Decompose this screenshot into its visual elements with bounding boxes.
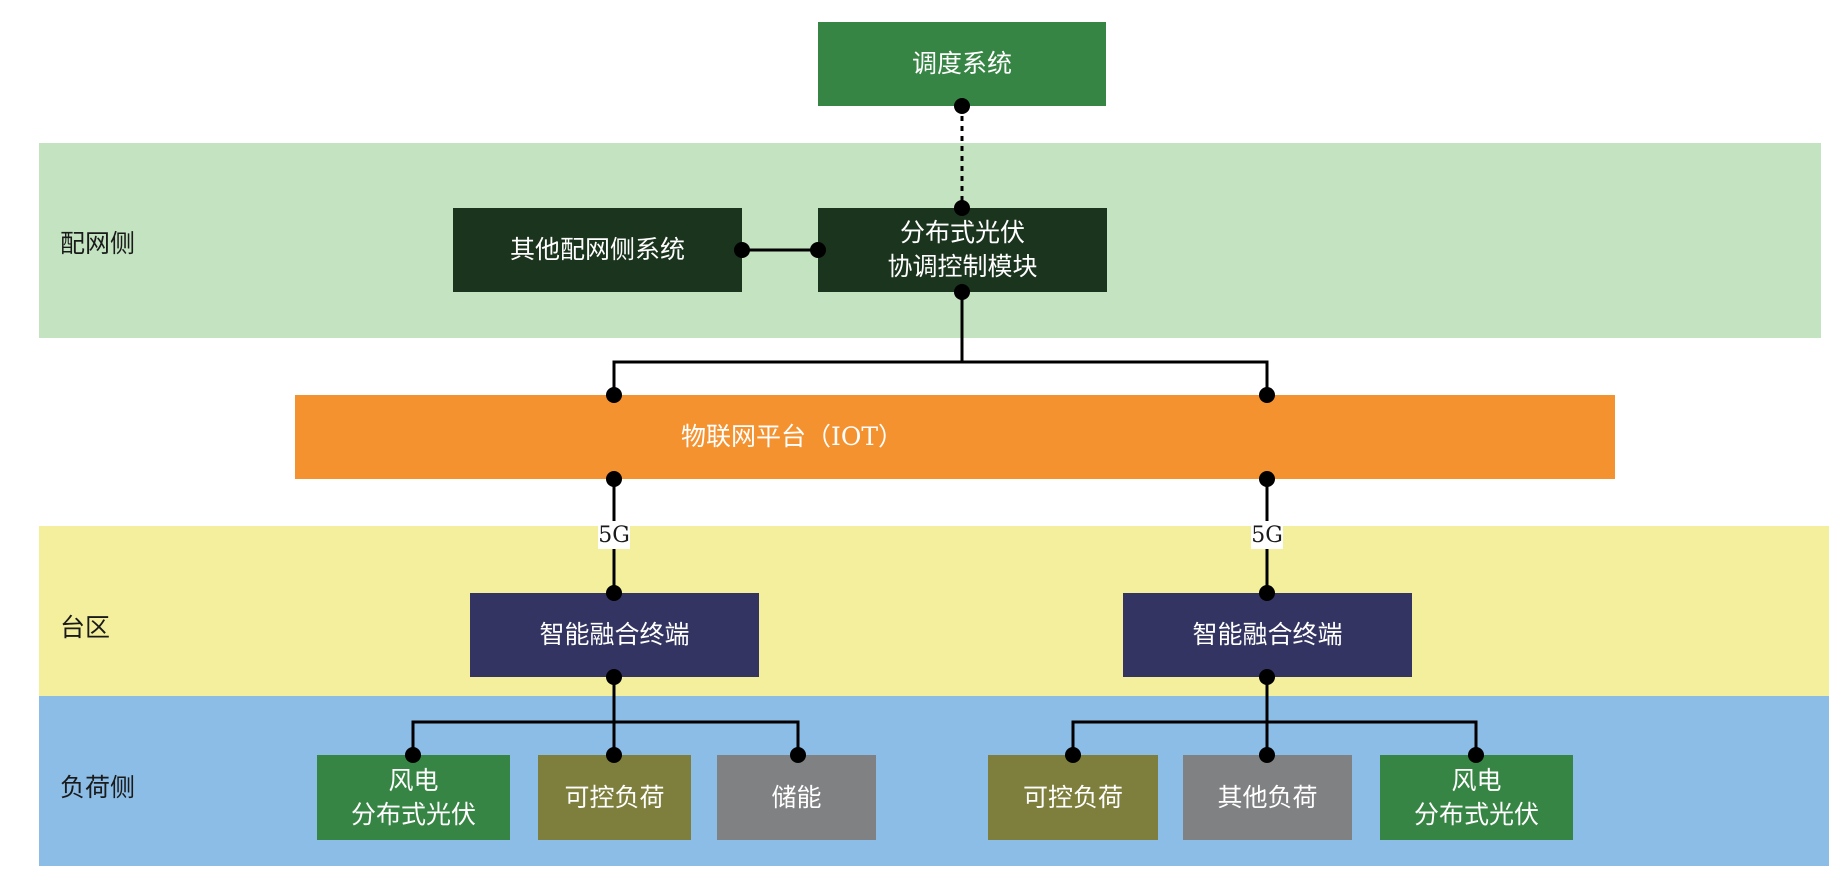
dot-right-terminal-bottom bbox=[1259, 669, 1275, 685]
pv-coordination-module-box: 分布式光伏 协调控制模块 bbox=[818, 208, 1107, 292]
dot-right-other-top bbox=[1259, 747, 1275, 763]
dispatch-system-label: 调度系统 bbox=[911, 49, 1012, 78]
smart-terminal-left-box: 智能融合终端 bbox=[470, 593, 759, 677]
dot-dispatch-bottom bbox=[954, 98, 970, 114]
right-controllable-load-label: 可控负荷 bbox=[1022, 782, 1123, 812]
iot-platform-bar: 物联网平台（IOT） bbox=[295, 395, 1615, 479]
dot-coordination-bottom bbox=[954, 284, 970, 300]
right-load-bus bbox=[1071, 720, 1478, 755]
dot-left-controllable-top bbox=[606, 747, 622, 763]
other-distribution-systems-box: 其他配网侧系统 bbox=[453, 208, 742, 292]
dot-other-systems-right bbox=[734, 242, 750, 258]
right-5g-tag: 5G bbox=[1251, 521, 1283, 549]
left-storage-box: 储能 bbox=[717, 755, 876, 840]
left-controllable-load-box: 可控负荷 bbox=[538, 755, 691, 840]
dot-iot-bottom-right bbox=[1259, 471, 1275, 487]
left-controllable-load-label: 可控负荷 bbox=[564, 782, 665, 812]
dot-left-terminal-top bbox=[606, 585, 622, 601]
load-side-label: 负荷侧 bbox=[60, 773, 136, 802]
smart-terminal-right-box: 智能融合终端 bbox=[1123, 593, 1412, 677]
left-5g-tag: 5G bbox=[598, 521, 630, 549]
area-label: 台区 bbox=[60, 613, 111, 642]
dot-coordination-top bbox=[954, 200, 970, 216]
dot-left-wind-pv-top bbox=[405, 747, 421, 763]
dot-right-controllable-top bbox=[1065, 747, 1081, 763]
dispatch-system-box: 调度系统 bbox=[818, 22, 1106, 106]
right-wind-pv-label: 风电 分布式光伏 bbox=[1413, 765, 1539, 829]
right-wind-pv-box: 风电 分布式光伏 bbox=[1380, 755, 1573, 840]
dot-iot-top-left bbox=[606, 387, 622, 403]
smart-terminal-right-label: 智能融合终端 bbox=[1192, 620, 1343, 649]
dot-left-terminal-bottom bbox=[606, 669, 622, 685]
right-other-load-label: 其他负荷 bbox=[1217, 782, 1318, 812]
pv-coordination-module-label: 分布式光伏 协调控制模块 bbox=[887, 218, 1038, 281]
area-band bbox=[39, 526, 1829, 696]
dot-coordination-left bbox=[810, 242, 826, 258]
left-load-bus bbox=[411, 720, 800, 755]
dot-iot-bottom-left bbox=[606, 471, 622, 487]
left-storage-label: 储能 bbox=[771, 782, 822, 812]
iot-platform-label: 物联网平台（IOT） bbox=[681, 422, 904, 451]
right-controllable-load-box: 可控负荷 bbox=[988, 755, 1158, 840]
coordination-to-iot-link bbox=[612, 360, 1269, 395]
dot-left-storage-top bbox=[790, 747, 806, 763]
left-wind-pv-label: 风电 分布式光伏 bbox=[350, 765, 476, 829]
dot-right-wind-pv-top bbox=[1468, 747, 1484, 763]
distribution-side-label: 配网侧 bbox=[60, 229, 136, 258]
other-distribution-systems-label: 其他配网侧系统 bbox=[509, 235, 685, 264]
dot-iot-top-right bbox=[1259, 387, 1275, 403]
dot-right-terminal-top bbox=[1259, 585, 1275, 601]
right-other-load-box: 其他负荷 bbox=[1183, 755, 1352, 840]
left-wind-pv-box: 风电 分布式光伏 bbox=[317, 755, 510, 840]
smart-terminal-left-label: 智能融合终端 bbox=[539, 620, 690, 649]
